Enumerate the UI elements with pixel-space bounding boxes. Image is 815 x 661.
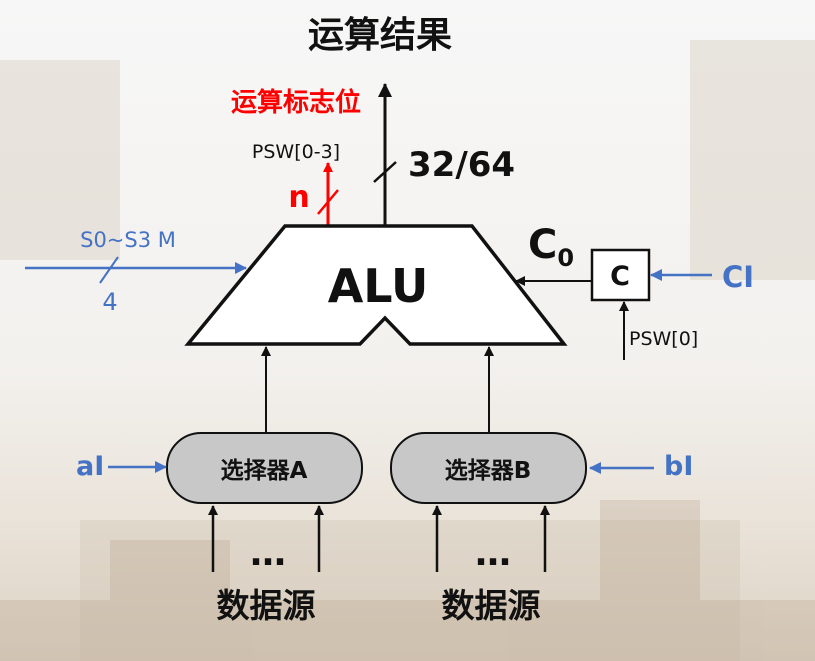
source-a-label: 数据源 (217, 586, 316, 625)
carry-out-label: C0 (528, 222, 574, 272)
ctrl-b-label: bI (664, 451, 693, 482)
control-bus-slash (99, 256, 119, 284)
result-width-label: 32/64 (408, 145, 515, 185)
flags-width-label: n (288, 180, 309, 215)
selector-a (166, 432, 363, 504)
source-b-label: 数据源 (442, 586, 541, 625)
result-bus-slash (373, 161, 397, 183)
carry-register (590, 248, 651, 302)
alu-block (184, 224, 568, 346)
control-label: S0~S3 M (80, 228, 176, 252)
flags-label: 运算标志位 (231, 87, 361, 118)
selector-b (390, 432, 587, 504)
ellipsis-b: … (475, 533, 511, 574)
ellipsis-a: … (250, 533, 286, 574)
flags-bus-slash (317, 189, 339, 215)
alu-label: ALU (328, 259, 429, 313)
carry-register-label: C (610, 261, 630, 292)
carry-in-label: CI (722, 260, 754, 294)
title: 运算结果 (308, 15, 452, 56)
selector-a-label: 选择器A (221, 458, 308, 484)
psw-carry-label: PSW[0] (629, 328, 698, 350)
selector-b-label: 选择器B (445, 458, 532, 484)
ctrl-a-label: aI (76, 451, 104, 482)
control-width-label: 4 (102, 288, 117, 316)
psw-flags-label: PSW[0-3] (252, 141, 340, 163)
